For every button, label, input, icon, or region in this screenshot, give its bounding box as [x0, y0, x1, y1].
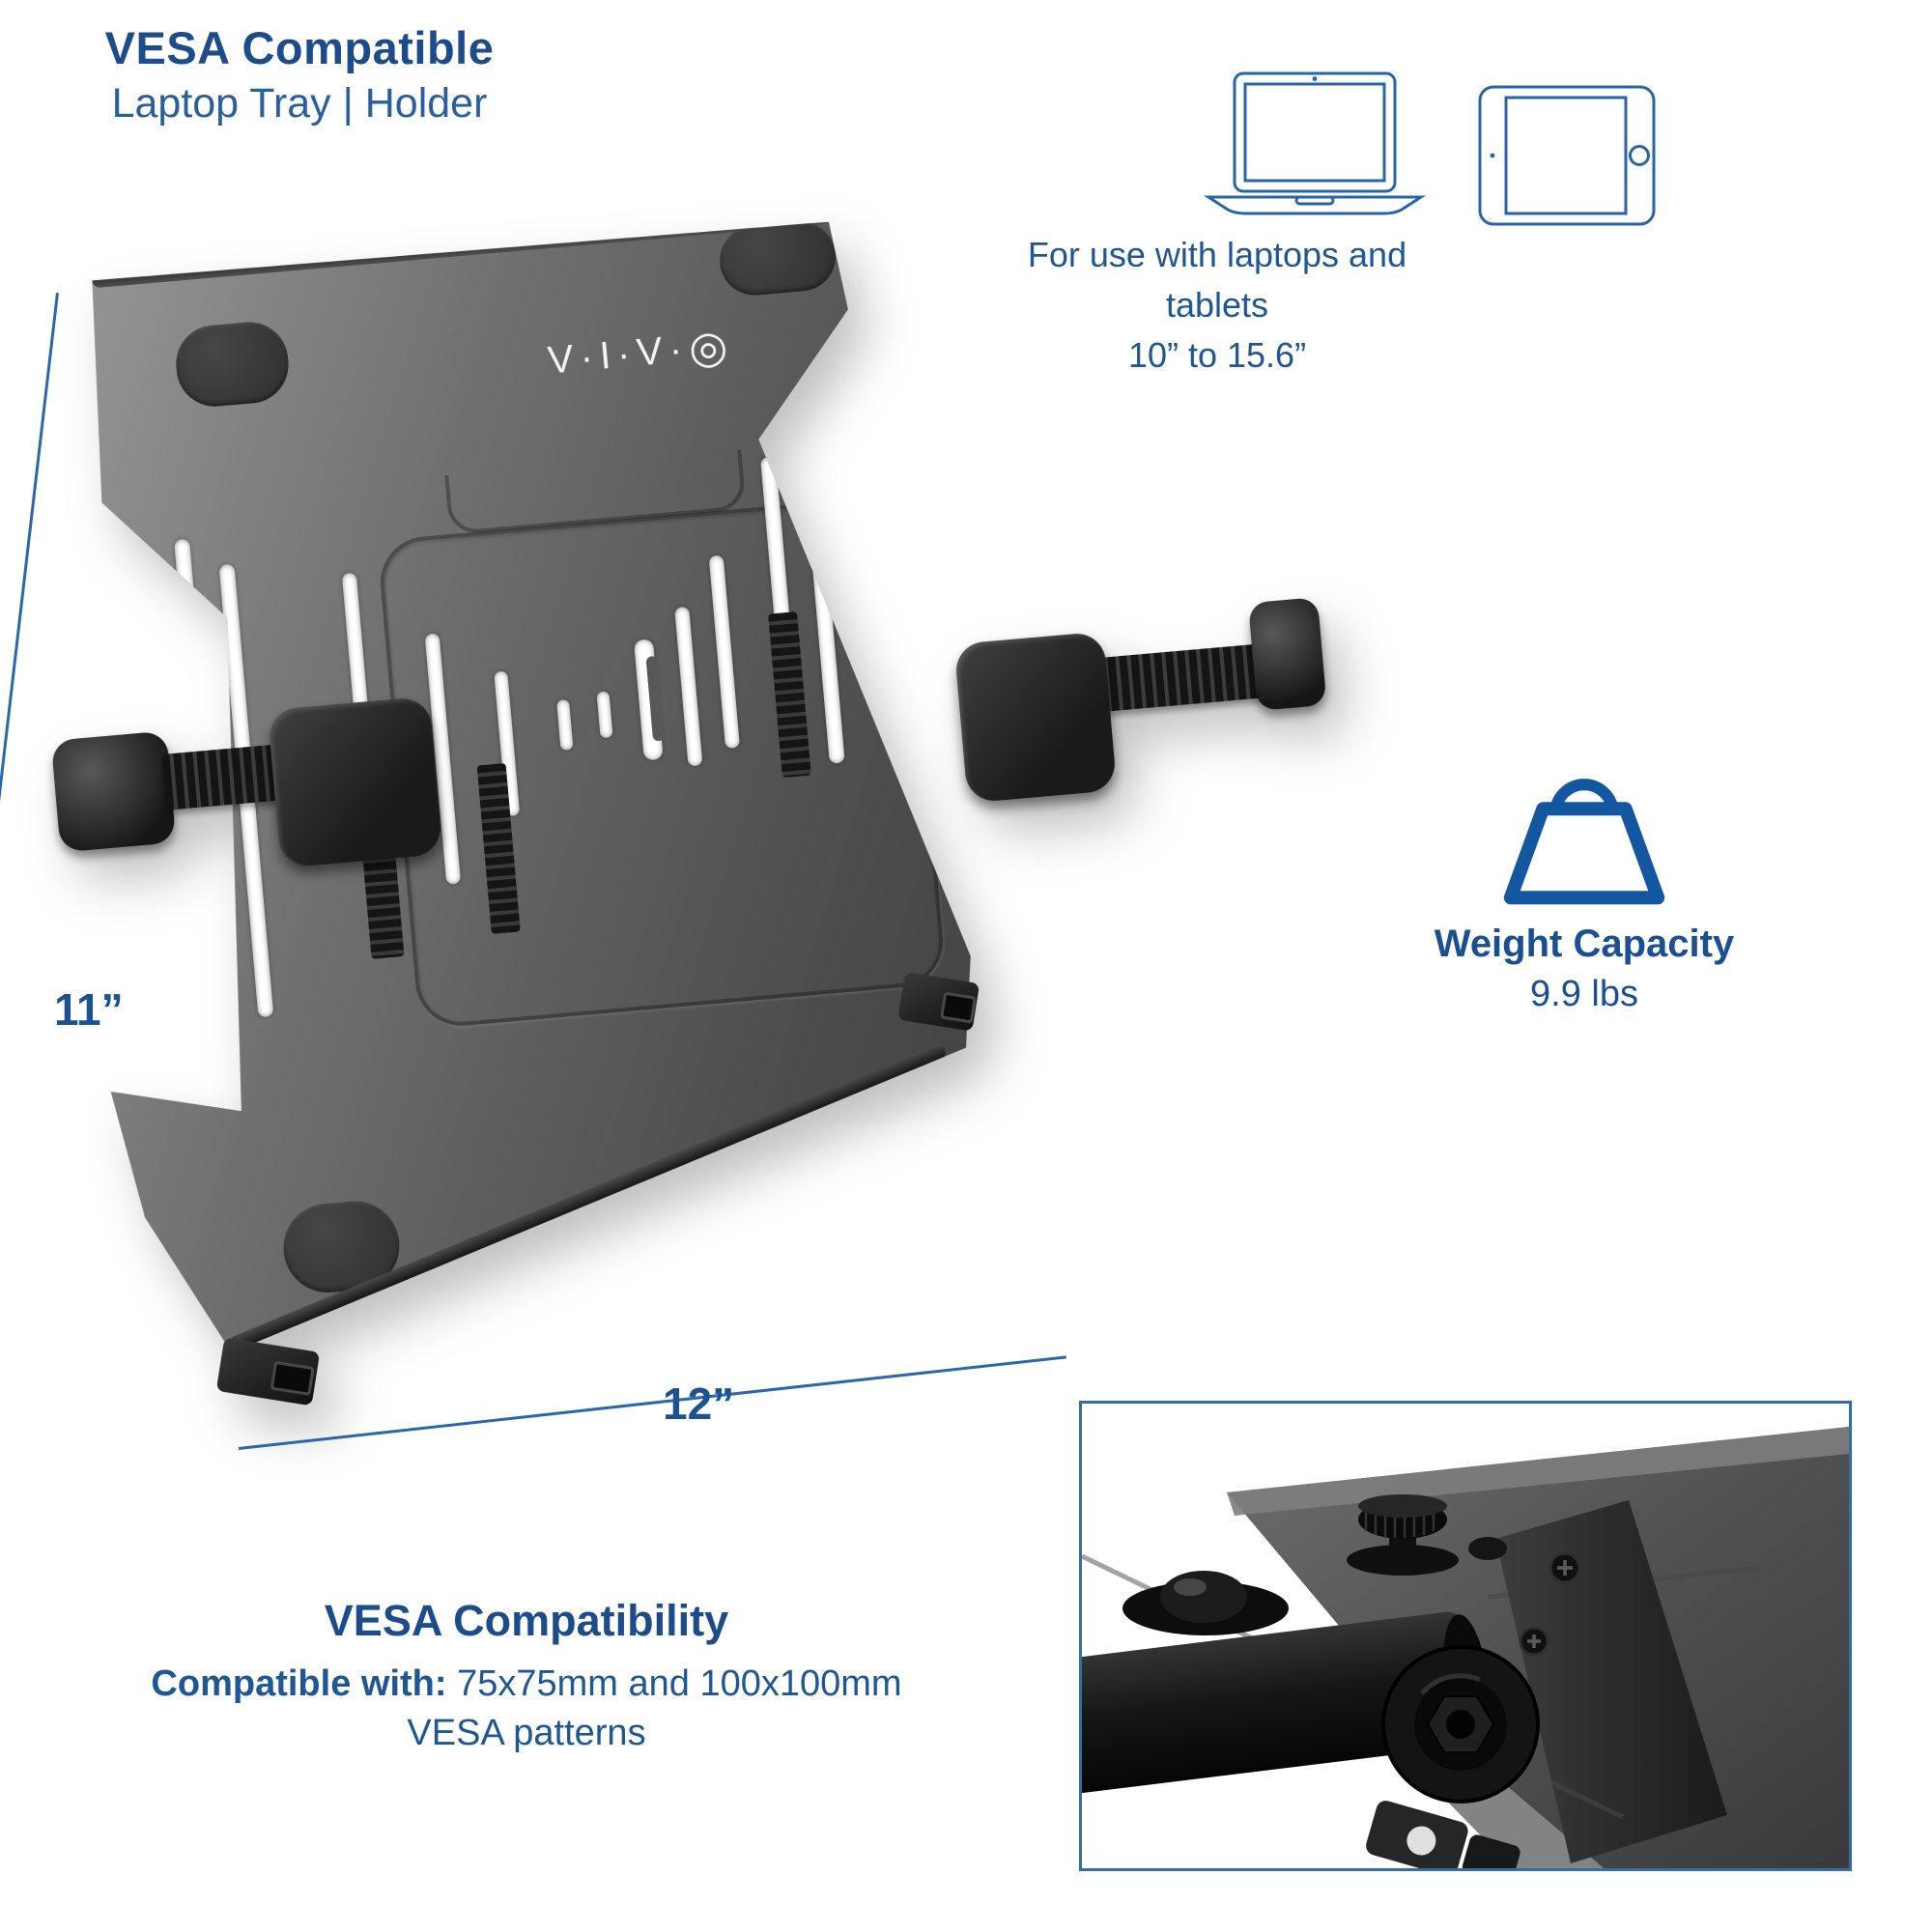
right-clamp-block — [953, 631, 1118, 804]
device-caption-line1: For use with laptops and tablets — [1027, 235, 1407, 326]
edge-retainer-clip — [215, 1337, 321, 1406]
left-clamp-knob — [50, 730, 177, 853]
brand-logo-text: V·I·V· — [546, 327, 691, 383]
device-caption-line2: 10” to 15.6” — [1127, 335, 1307, 376]
vesa-compatible-line: Compatible with: 75x75mm and 100x100mm — [101, 1660, 952, 1709]
rubber-pad — [717, 218, 838, 298]
vesa-patterns-line: VESA patterns — [407, 1713, 646, 1754]
laptop-icon — [1203, 71, 1427, 215]
tray-bottom-edge — [228, 1042, 948, 1351]
weight-title: Weight Capacity — [1434, 923, 1735, 965]
page-title: VESA Compatible — [104, 22, 495, 73]
device-caption: For use with laptops and tablets 10” to … — [980, 230, 1454, 382]
mount-closeup-photo — [1079, 1401, 1852, 1871]
mount-closeup-illustration — [1082, 1427, 1849, 1868]
weight-capacity: Weight Capacity 9.9 lbs — [1381, 761, 1787, 1015]
width-dimension-label: 12” — [663, 1378, 735, 1429]
height-dimension-label: 11” — [54, 984, 124, 1035]
embossed-center-plate — [377, 495, 947, 1030]
brand-logo-mark: ◎ — [686, 320, 730, 374]
vesa-title: VESA Compatibility — [324, 1596, 729, 1645]
tray-top-edge — [92, 209, 830, 289]
rubber-pad — [948, 1111, 1061, 1207]
vesa-compatible-rest: 75x75mm and 100x100mm — [446, 1663, 902, 1704]
rubber-pad — [173, 319, 292, 410]
page-subtitle: Laptop Tray | Holder — [111, 80, 488, 127]
brand-logo: V·I·V·◎ — [505, 316, 770, 390]
vesa-compatibility: VESA Compatibility Compatible with: 75x7… — [101, 1596, 952, 1759]
header: VESA Compatible Laptop Tray | Holder — [72, 21, 526, 128]
left-clamp-block — [267, 696, 443, 868]
tablet-icon — [1478, 85, 1656, 226]
laptop-tray-photo: V·I·V·◎ — [4, 185, 1327, 1418]
right-clamp-knob — [1247, 597, 1327, 711]
right-clamp-strap — [1095, 643, 1269, 713]
weight-icon — [1503, 779, 1665, 905]
weight-value: 9.9 lbs — [1530, 974, 1638, 1014]
vesa-compatible-bold: Compatible with: — [151, 1663, 447, 1704]
